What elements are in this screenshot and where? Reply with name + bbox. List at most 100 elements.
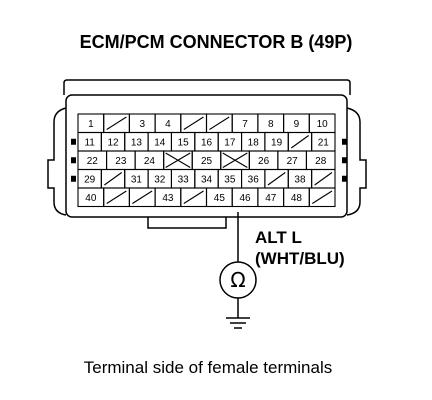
pin-number: 47 [265,193,277,204]
pin-cell: 46 [231,187,259,208]
pin-number: 12 [107,137,119,148]
pin-cell [180,113,208,134]
pin-cell: 18 [240,131,266,152]
pin-cell: 8 [257,113,285,134]
wire-label: ALT L [255,228,302,247]
keying-dot [71,175,76,182]
pin-cell [220,150,250,171]
pin-cell [100,168,126,189]
pin-number: 15 [178,137,190,148]
pin-cell: 25 [191,150,222,171]
pin-number: 19 [271,137,283,148]
pin-cell: 3 [128,113,156,134]
connector-housing [47,79,367,229]
ground-icon [226,317,250,329]
pin-cell: 34 [194,168,219,189]
keying-dot [342,157,347,164]
pin-number: 48 [291,193,303,204]
keying-dot [342,175,347,182]
pin-number: 16 [201,137,213,148]
pin-cell [180,187,208,208]
pin-cell: 45 [205,187,233,208]
pin-cell: 9 [283,113,310,134]
pin-cell: 4 [154,113,182,134]
pin-cell: 17 [217,131,243,152]
keying-dot [71,138,76,145]
pin-cell [103,187,130,208]
pin-cell: 15 [170,131,196,152]
pin-number: 45 [214,193,226,204]
pin-number: 14 [154,137,166,148]
pin-cell: 21 [311,131,336,152]
pin-number: 26 [258,156,270,167]
pin-number: 27 [287,156,299,167]
pin-number: 46 [239,193,251,204]
caption: Terminal side of female terminals [84,358,332,377]
pin-number: 1 [88,119,94,130]
pin-number: 32 [154,174,166,185]
pin-number: 33 [178,174,190,185]
pin-cell: 35 [217,168,243,189]
pin-cell: 27 [277,150,307,171]
pin-number: 28 [315,156,327,167]
pin-cell [103,113,130,134]
pin-number: 23 [115,156,127,167]
pin-cell: 14 [147,131,173,152]
pin-cell: 47 [257,187,285,208]
pin-number: 36 [248,174,260,185]
pin-cell: 29 [77,168,102,189]
pin-number: 10 [317,119,329,130]
pin-cell: 26 [248,150,279,171]
pin-cell [163,150,193,171]
pin-number: 21 [318,137,330,148]
pin-number: 34 [201,174,213,185]
pin-number: 18 [248,137,260,148]
pin-number: 40 [85,193,97,204]
pin-number: 4 [165,119,171,130]
pin-cell [308,187,336,208]
pin-cell: 33 [170,168,196,189]
pin-number: 24 [144,156,156,167]
pin-cell: 28 [305,150,336,171]
pin-cell: 22 [77,150,108,171]
pin-cell: 7 [231,113,259,134]
pin-number: 25 [201,156,213,167]
pin-number: 38 [294,174,306,185]
pin-number: 7 [242,119,248,130]
ohm-symbol: Ω [230,268,245,292]
pin-cell: 13 [124,131,149,152]
pin-cell: 48 [283,187,310,208]
pin-number: 31 [131,174,143,185]
pin-cell [264,168,289,189]
pin-cell: 24 [134,150,165,171]
pin-cell: 10 [308,113,336,134]
pin-cell: 12 [100,131,126,152]
pin-cell [311,168,336,189]
pin-cell: 23 [106,150,136,171]
pin-number: 43 [162,193,174,204]
pin-cell: 38 [287,168,313,189]
pin-number: 3 [139,119,145,130]
pin-cell: 16 [194,131,219,152]
pin-cell: 43 [154,187,182,208]
pin-number: 8 [268,119,274,130]
pin-number: 17 [224,137,236,148]
pin-cell [287,131,313,152]
pin-cell: 11 [77,131,102,152]
pin-number: 22 [87,156,99,167]
pin-cell: 40 [77,187,105,208]
diagram-title: ECM/PCM CONNECTOR B (49P) [80,32,353,52]
keying-dot [71,157,76,164]
test-circuit: Ω [219,212,257,329]
pin-cell: 19 [264,131,289,152]
pin-cell [205,113,233,134]
pin-number: 35 [224,174,236,185]
pin-cell: 32 [147,168,173,189]
pin-cell: 36 [240,168,266,189]
pin-number: 11 [84,137,95,148]
pin-cell: 1 [77,113,105,134]
wire-color-label: (WHT/BLU) [255,249,345,268]
pin-number: 29 [84,174,96,185]
pin-cell: 31 [124,168,149,189]
